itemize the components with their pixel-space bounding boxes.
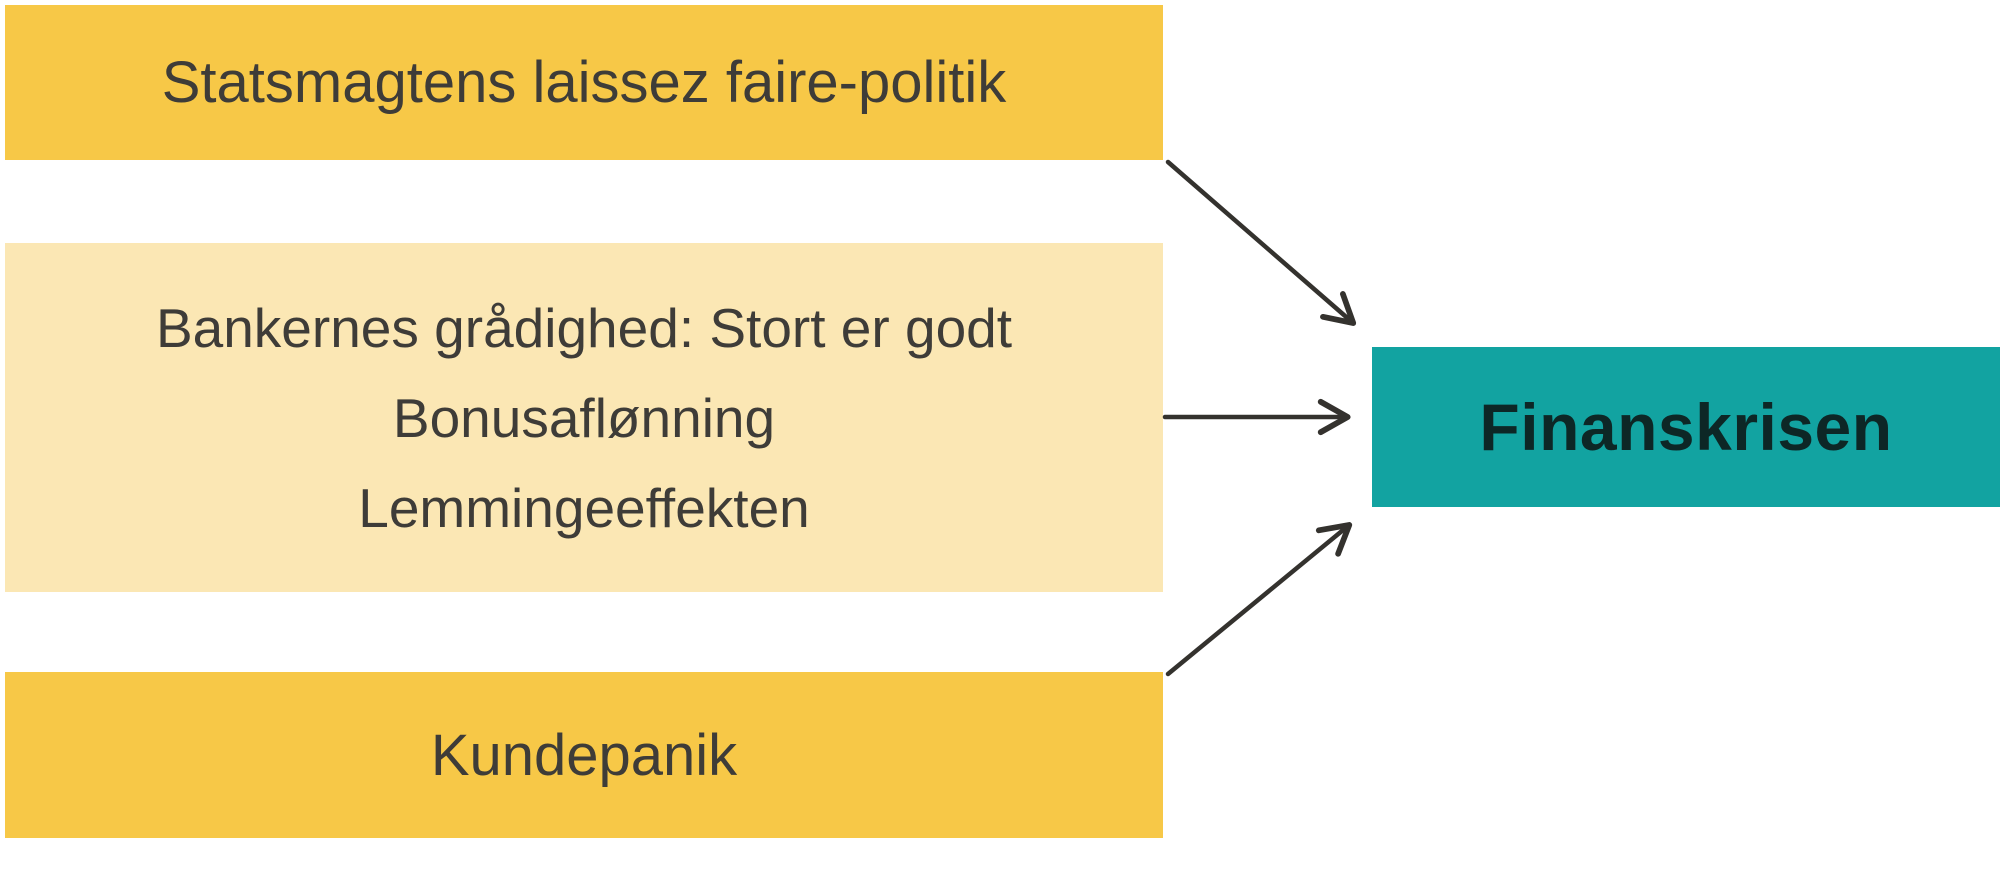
arrow-kundepanik-to-finanskrisen xyxy=(1165,522,1353,677)
effect-box-finanskrisen: Finanskrisen xyxy=(1372,347,2000,507)
arrow-statsmagten-to-finanskrisen xyxy=(1165,159,1357,326)
cause-box-statsmagten: Statsmagtens laissez faire-politik xyxy=(5,5,1163,160)
cause-box-kundepanik: Kundepanik xyxy=(5,672,1163,838)
effect-label-finanskrisen: Finanskrisen xyxy=(1479,390,1893,464)
cause-line-lemmingeeffekten: Lemmingeeffekten xyxy=(358,476,810,539)
cause-label-statsmagten: Statsmagtens laissez faire-politik xyxy=(161,50,1007,115)
cause-box-bankerne: Bankernes grådighed: Stort er godt Bonus… xyxy=(5,243,1163,592)
cause-label-kundepanik: Kundepanik xyxy=(430,722,738,788)
cause-line-bonusafloenning: Bonusaflønning xyxy=(392,386,776,449)
cause-line-banker-graadighed: Bankernes grådighed: Stort er godt xyxy=(155,296,1013,359)
